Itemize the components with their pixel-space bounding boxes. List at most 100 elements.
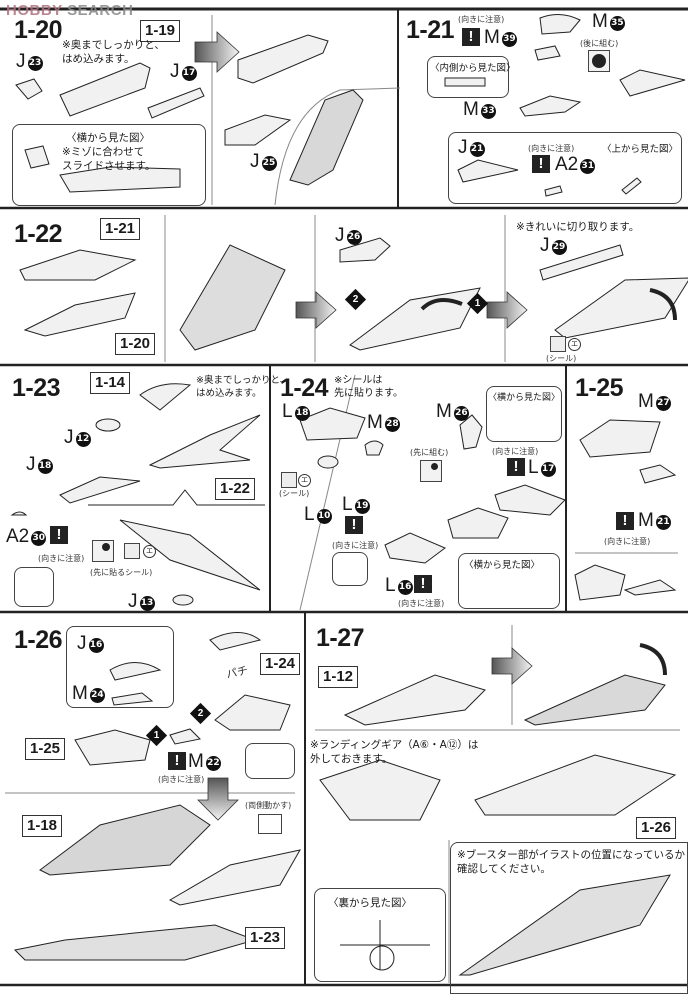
order-marker: 2 [344,288,367,311]
callout-title: 〈内側から見た図〉 [430,63,516,74]
reference-step: 1-20 [115,333,156,355]
caution-text: (向きに注意) [332,541,379,550]
caution-text: (向きに注意) [604,537,651,546]
hull-1-12 [343,674,486,726]
side-view-callout [458,553,560,609]
right-arrow-icon [295,291,337,329]
step-number: 1-23 [12,374,61,402]
reference-step: 1-14 [90,372,131,394]
final-assembly [458,874,671,976]
reference-step: 1-22 [215,478,256,500]
top-view-part [621,177,642,195]
side-view-callout [486,386,562,442]
caution-icon: ! [532,155,550,173]
caution-text: (向きに注意) [38,554,85,563]
assemble-later-icon [588,50,610,72]
part-m35 [539,14,581,35]
callout-title: 〈上から見た図〉 [602,144,679,155]
inside-view-part [444,77,486,87]
part-a2-31 [544,185,563,197]
rotate-arrow-icon [649,288,677,321]
caution-icon: ! [345,516,363,534]
reference-step: 1-12 [318,666,359,688]
part-m27-assembly [579,419,661,458]
right-arrow-icon [486,291,528,329]
caution-icon: ! [414,575,432,593]
part-j26 [339,237,391,263]
part-m22 [169,728,202,745]
rear-view-part [340,920,430,970]
detail-callout [245,743,295,779]
part-1-25 [74,729,151,766]
caution-icon: ! [507,458,525,476]
assembled-part [39,804,211,876]
part-m21 [639,464,677,484]
assembled-part [289,89,364,186]
side-view-part [574,564,626,601]
callout-title: 〈裏から見た図〉 [328,897,412,909]
side-view-callout [12,124,206,206]
order-marker: 1 [466,292,489,315]
part-l10 [317,455,339,469]
step-number: 1-27 [316,624,365,652]
watermark-logo: HOBBY SEARCH [6,2,134,19]
move-both-icon [258,814,282,834]
sticker-icon [281,472,297,488]
assemble-later-text: (後に組む) [580,39,619,48]
inside-view-callout [427,56,509,98]
rear-view-highlight [369,945,395,971]
detail-callout [448,132,682,204]
sticker-icon [550,336,566,352]
note: ※きれいに切り取ります。 [516,221,640,233]
assembled-part [319,759,441,821]
wing-part [619,69,686,97]
reference-step: 1-18 [22,815,63,837]
caution-icon: ! [168,752,186,770]
caution-icon: ! [50,526,68,544]
part-stack [23,292,136,337]
detail-callout [66,626,174,708]
sticker-label: (シール) [546,354,577,363]
sub-divider [274,87,401,206]
part-j21 [457,159,519,183]
step-number: 1-22 [14,220,63,248]
sticker-code: エ [568,338,581,351]
sticker-code: エ [298,474,311,487]
caution-text: (向きに注意) [458,15,505,24]
part-m39 [534,45,561,61]
caution-text: (向きに注意) [398,599,445,608]
step-number: 1-24 [280,374,329,402]
part-l18-m28 [299,407,366,441]
sticker-code: エ [143,545,156,558]
assemble-first-icon [420,460,442,482]
assembled-part [179,244,286,351]
part-1-24 [214,694,291,731]
part-m24 [111,692,154,706]
hull-part [59,62,151,117]
assembled-view [13,924,257,961]
detail-callout [332,552,368,586]
next-arrow-icons [194,31,533,821]
part-a2-30 [10,511,28,516]
reference-step: 1-23 [245,927,286,949]
part-l19 [364,440,384,456]
sticker-label: (先に貼るシール) [90,568,153,577]
part-m26 [459,414,483,450]
